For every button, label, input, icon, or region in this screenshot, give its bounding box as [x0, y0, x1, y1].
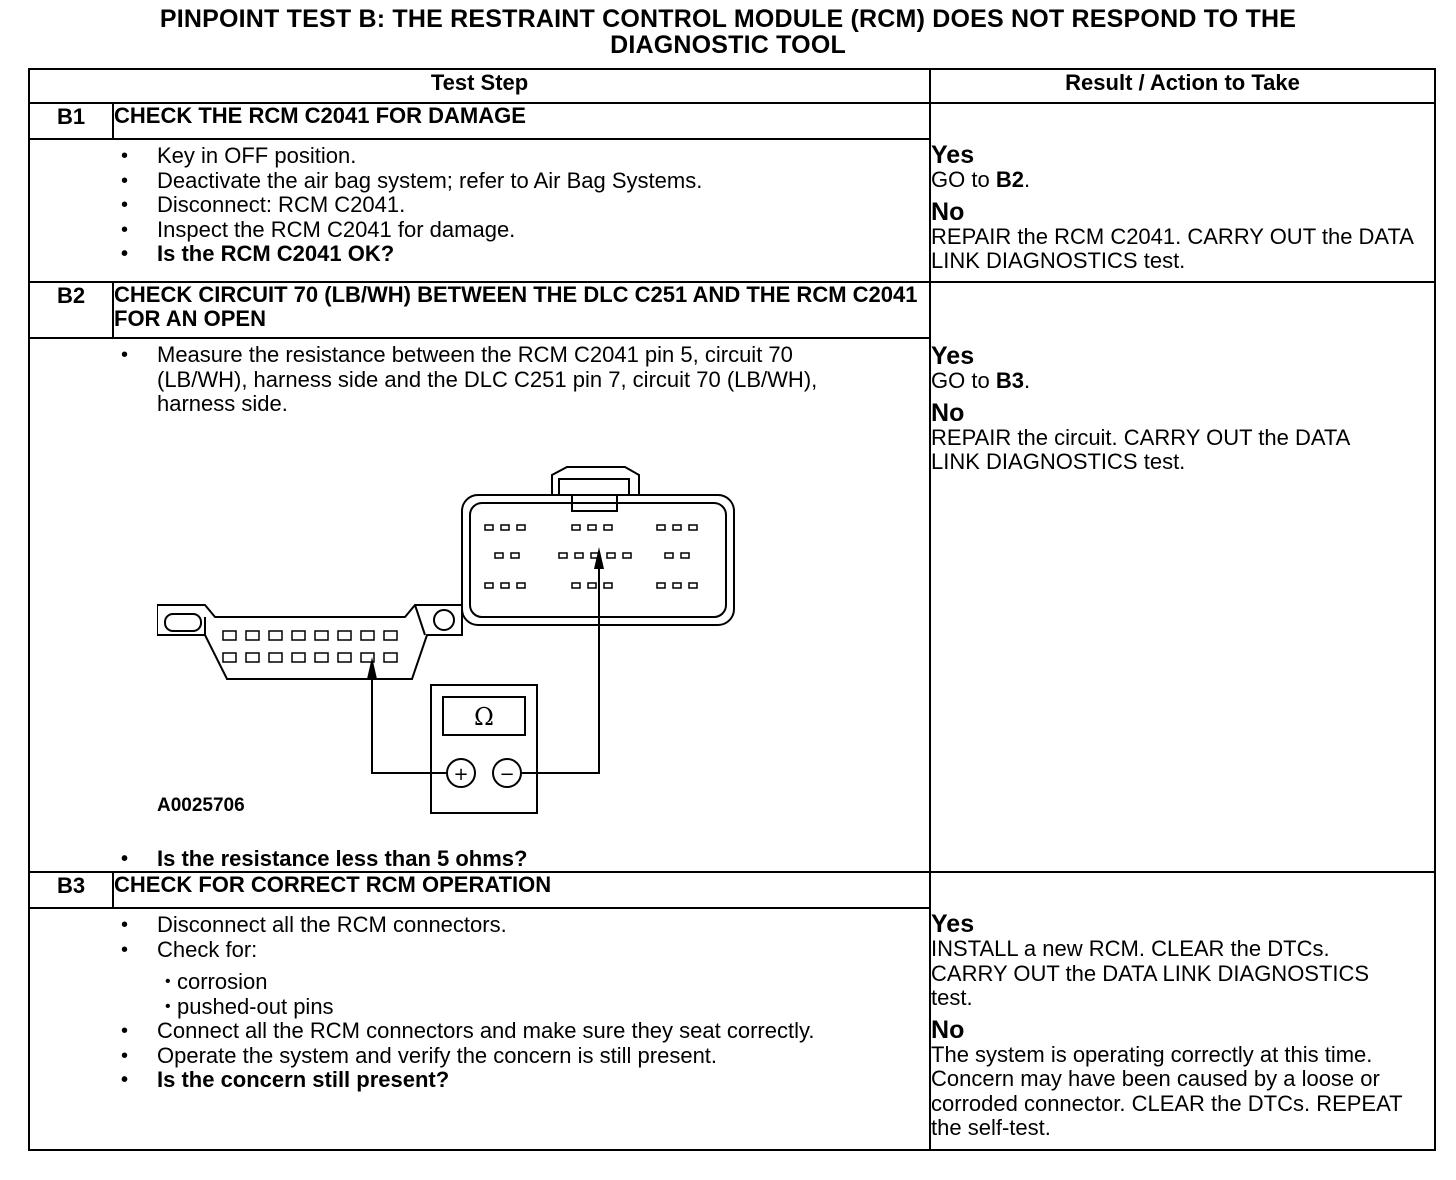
id-spacer — [28, 907, 113, 1151]
yes-label: Yes — [931, 141, 975, 169]
yes-label: Yes — [931, 342, 975, 370]
step-b3-body: Disconnect all the RCM connectors. Check… — [113, 907, 932, 1151]
page-title: PINPOINT TEST B: THE RESTRAINT CONTROL M… — [0, 6, 1456, 58]
no-action: REPAIR the RCM C2041. CARRY OUT the DATA… — [931, 223, 1413, 273]
sub-list-item: corrosion — [165, 969, 857, 995]
pinpoint-test-table: Test Step Result / Action to Take B1 CHE… — [27, 68, 1437, 1151]
step-b1-bullets: Key in OFF position. Deactivate the air … — [113, 140, 929, 267]
list-item: Check for: corrosion pushed-out pins — [121, 936, 857, 1020]
step-b1-body-row: Key in OFF position. Deactivate the air … — [28, 138, 1435, 283]
list-item: Operate the system and verify the concer… — [121, 1043, 857, 1069]
page-title-line1: PINPOINT TEST B: THE RESTRAINT CONTROL M… — [159, 5, 1297, 33]
list-item: Inspect the RCM C2041 for damage. — [121, 217, 929, 243]
step-b2-title-row: B2 CHECK CIRCUIT 70 (LB/WH) BETWEEN THE … — [28, 281, 1437, 873]
header-result: Result / Action to Take — [929, 68, 1437, 104]
yes-action: GO to B2. — [931, 167, 1031, 192]
step-question: Is the RCM C2041 OK? — [121, 241, 929, 267]
yes-label: Yes — [931, 910, 975, 938]
connector-diagram: Ω + − A0025706 — [157, 417, 757, 847]
list-item-text: Check for: — [157, 936, 258, 962]
step-b1-title-row: B1 CHECK THE RCM C2041 FOR DAMAGE Yes GO… — [28, 102, 1437, 283]
step-b3-body-row: Disconnect all the RCM connectors. Check… — [28, 907, 1435, 1151]
id-spacer — [28, 337, 113, 873]
figure-label: A0025706 — [157, 794, 245, 816]
step-b1-result: Yes GO to B2. No REPAIR the RCM C2041. C… — [929, 102, 1437, 283]
list-item: Deactivate the air bag system; refer to … — [121, 168, 929, 194]
yes-ref: B3 — [995, 368, 1024, 393]
list-item: Measure the resistance between the RCM C… — [121, 342, 877, 417]
step-b2-body: Measure the resistance between the RCM C… — [113, 337, 932, 873]
list-item: Key in OFF position. — [121, 143, 929, 169]
no-label: No — [931, 1015, 965, 1044]
step-b2-body-row: Measure the resistance between the RCM C… — [28, 337, 1435, 873]
no-label: No — [931, 197, 965, 226]
header-test-step: Test Step — [27, 68, 932, 104]
list-item: Disconnect all the RCM connectors. — [121, 912, 857, 938]
page-title-line2: DIAGNOSTIC TOOL — [610, 31, 846, 59]
step-title: CHECK THE RCM C2041 FOR DAMAGE — [111, 102, 932, 140]
id-spacer — [28, 138, 113, 283]
step-question: Is the concern still present? — [121, 1067, 857, 1093]
step-id: B2 — [28, 281, 114, 339]
step-b3-title-row: B3 CHECK FOR CORRECT RCM OPERATION Yes I… — [28, 871, 1437, 1151]
list-item: Disconnect: RCM C2041. — [121, 192, 929, 218]
step-b2-result: Yes GO to B3. No REPAIR the circuit. CAR… — [929, 281, 1437, 873]
table-header-row: Test Step Result / Action to Take — [27, 68, 1437, 104]
meter-leads — [371, 560, 600, 774]
yes-text: GO to — [931, 167, 990, 192]
ohm-symbol: Ω — [474, 703, 494, 731]
plus-terminal-symbol: + — [453, 764, 468, 785]
yes-ref: B2 — [995, 167, 1024, 192]
step-b3-bullets: Disconnect all the RCM connectors. Check… — [113, 909, 857, 1093]
yes-text: GO to — [931, 368, 990, 393]
step-b3-result: Yes INSTALL a new RCM. CLEAR the DTCs. C… — [929, 871, 1437, 1151]
connector-diagram-svg: Ω + − — [157, 465, 735, 814]
yes-action: GO to B3. — [931, 368, 1031, 393]
no-action: REPAIR the circuit. CARRY OUT the DATA L… — [931, 424, 1350, 474]
step-id: B3 — [28, 871, 114, 909]
probe-tip-rcm — [594, 546, 604, 569]
list-item: Connect all the RCM connectors and make … — [121, 1018, 857, 1044]
sub-list-item: pushed-out pins — [165, 994, 857, 1020]
no-action: The system is operating correctly at thi… — [931, 1041, 1403, 1140]
step-title: CHECK FOR CORRECT RCM OPERATION — [111, 871, 932, 909]
yes-action: INSTALL a new RCM. CLEAR the DTCs. CARRY… — [931, 936, 1370, 1010]
step-b2-question-list: Is the resistance less than 5 ohms? — [113, 846, 929, 872]
probe-tip-dlc — [367, 656, 377, 679]
dlc-connector-drawing — [157, 603, 463, 680]
no-label: No — [931, 398, 965, 427]
step-question: Is the resistance less than 5 ohms? — [121, 846, 929, 872]
minus-terminal-symbol: − — [499, 764, 514, 785]
sub-list: corrosion pushed-out pins — [157, 969, 857, 1020]
step-title: CHECK CIRCUIT 70 (LB/WH) BETWEEN THE DLC… — [111, 281, 932, 339]
step-b1-body: Key in OFF position. Deactivate the air … — [113, 138, 932, 283]
step-b2-bullets: Measure the resistance between the RCM C… — [113, 339, 877, 417]
step-id: B1 — [28, 102, 114, 140]
